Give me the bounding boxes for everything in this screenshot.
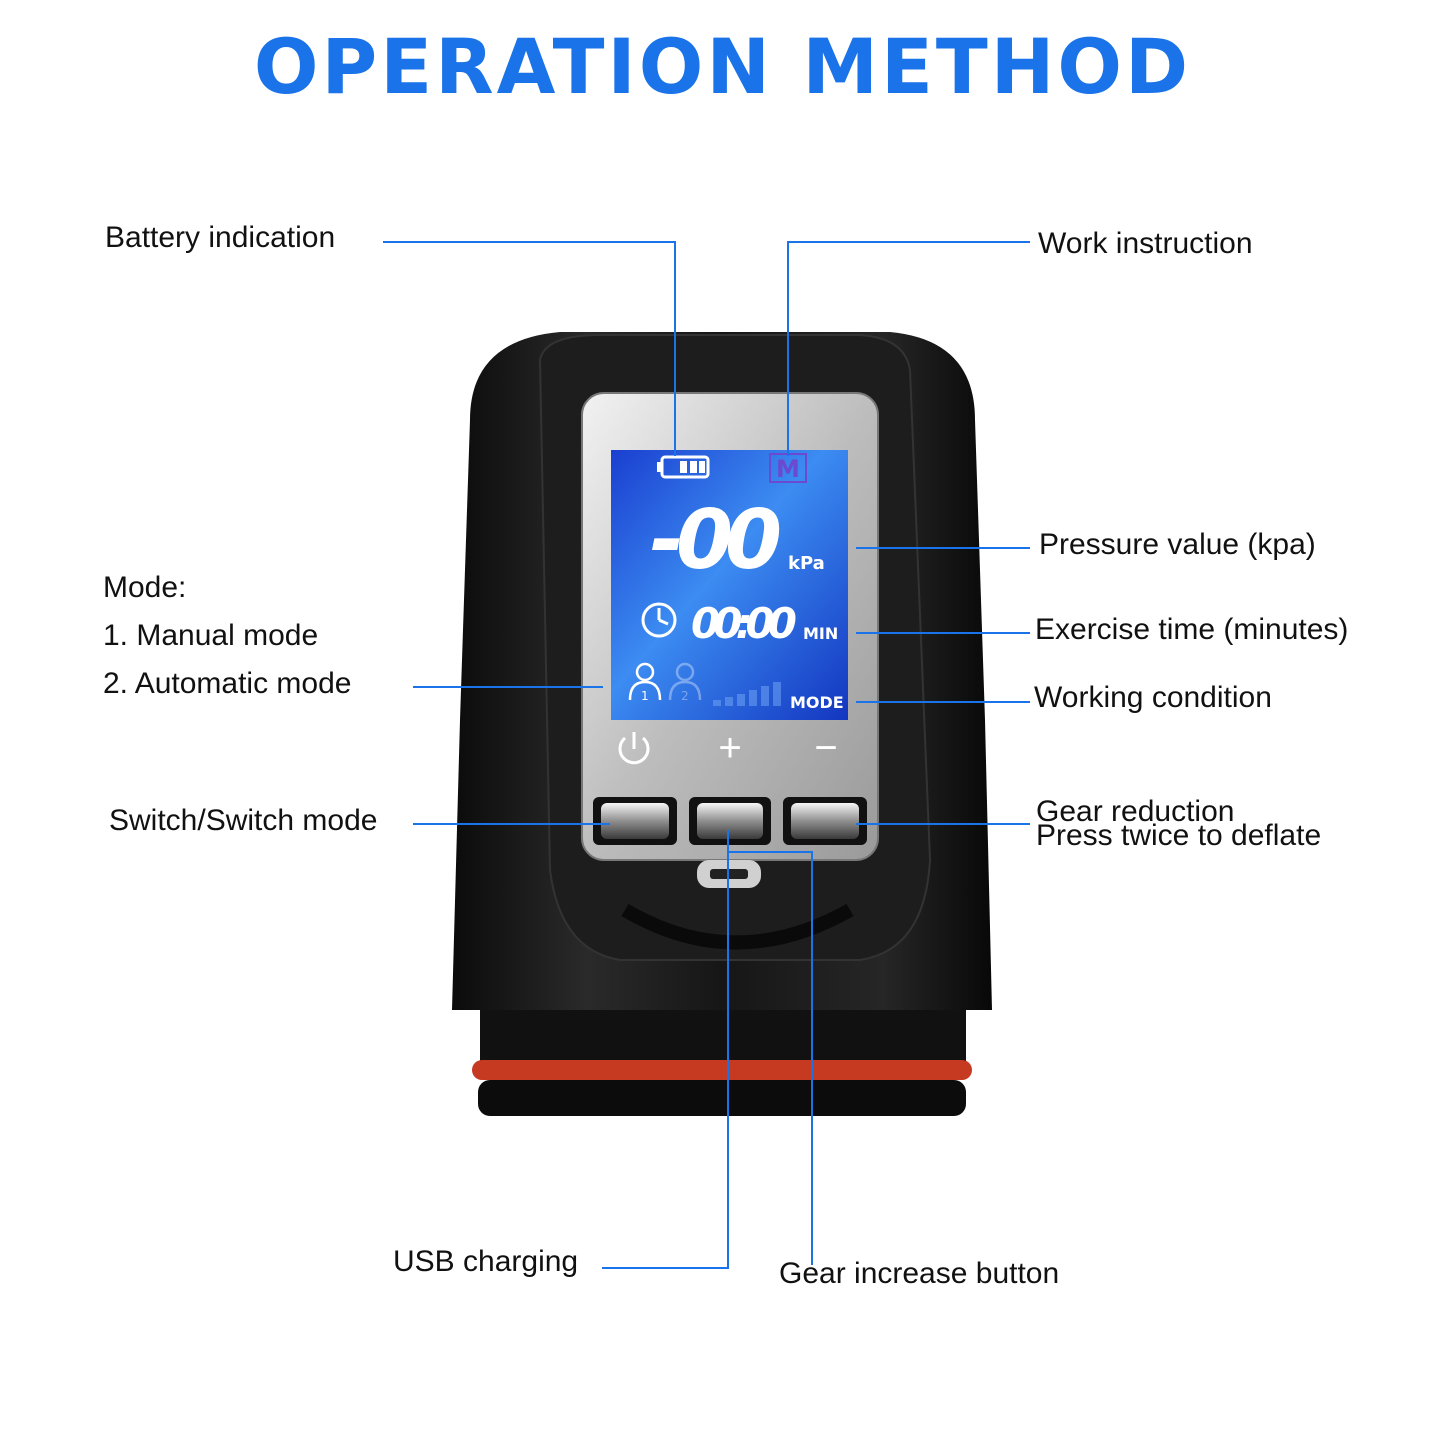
label-mode-header: Mode: — [103, 571, 187, 604]
user-icon-faded: 2 — [668, 662, 702, 703]
device-collar — [480, 1010, 966, 1065]
label-usb: USB charging — [393, 1245, 579, 1278]
label-working: Working condition — [1034, 681, 1272, 714]
gear-reduction-button[interactable] — [783, 797, 867, 845]
label-gear-increase: Gear increase button — [779, 1257, 1060, 1290]
gear-increase-button[interactable] — [689, 797, 771, 845]
lcd-pressure-value: -00 — [650, 493, 782, 588]
label-exercise: Exercise time (minutes) — [1035, 613, 1349, 646]
page-title: OPERATION METHOD — [253, 22, 1192, 111]
lcd-pressure-unit: kPa — [788, 553, 825, 574]
label-mode-1: 1. Manual mode — [103, 619, 319, 652]
label-battery: Battery indication — [105, 221, 336, 254]
label-switch: Switch/Switch mode — [109, 804, 378, 837]
lcd-screen — [611, 450, 848, 720]
power-icon — [618, 732, 650, 765]
level-bars — [713, 682, 781, 706]
lcd-mode-tag: MODE — [790, 693, 844, 712]
user-icon: 1 — [628, 662, 662, 703]
lcd-time-value: 00:00 — [691, 599, 797, 648]
power-mode-button[interactable] — [593, 797, 677, 845]
label-pressure: Pressure value (kpa) — [1039, 528, 1316, 561]
label-deflate: Press twice to deflate — [1036, 819, 1322, 852]
work-mode-letter: M — [776, 455, 800, 483]
usb-port[interactable] — [697, 860, 761, 888]
svg-text:1: 1 — [641, 689, 649, 703]
label-work: Work instruction — [1038, 227, 1253, 260]
minus-symbol: − — [814, 726, 837, 770]
device-oring — [472, 1060, 972, 1080]
lcd-time-unit: MIN — [803, 624, 838, 643]
plus-symbol: + — [718, 726, 741, 770]
battery-icon — [657, 455, 710, 479]
label-gear-reduction: Gear reduction — [1036, 795, 1235, 828]
clock-icon — [641, 602, 677, 638]
label-mode-2: 2. Automatic mode — [103, 667, 352, 700]
svg-text:2: 2 — [681, 689, 689, 703]
